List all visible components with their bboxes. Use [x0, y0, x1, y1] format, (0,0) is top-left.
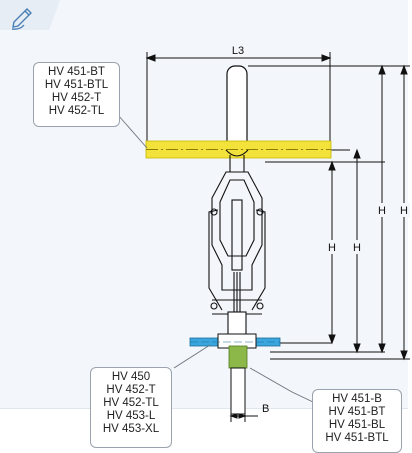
- tag-tab: [0, 0, 60, 30]
- flange: [189, 333, 281, 349]
- stem: [228, 345, 248, 415]
- l3-dimension: [145, 52, 332, 150]
- callout-leaders: [117, 114, 314, 403]
- callout-line: HV 451-BL: [328, 419, 386, 431]
- l3-label: L3: [232, 45, 244, 57]
- h-label-1: H: [328, 242, 336, 254]
- h-label-4: H: [400, 205, 408, 217]
- callout-top-left: HV 451-BT HV 451-BTL HV 452-T HV 452-TL: [33, 62, 120, 127]
- callout-line: HV 452-TL: [48, 105, 105, 117]
- callout-line: HV 451-BTL: [44, 79, 109, 91]
- handle: [226, 65, 248, 151]
- b-label: B: [262, 403, 269, 415]
- valve-body: [208, 149, 266, 339]
- edit-pencil-icon[interactable]: [11, 8, 32, 30]
- callout-bottom-right: HV 451-B HV 451-BT HV 451-BL HV 451-BTL: [312, 389, 402, 453]
- callout-line: HV 452-T: [106, 384, 156, 396]
- callout-line: HV 451-B: [332, 393, 382, 405]
- t-handle-highlight: [145, 140, 332, 159]
- callout-line: HV 452-T: [51, 92, 102, 104]
- callout-bottom-left: HV 450 HV 452-T HV 452-TL HV 453-L HV 45…: [90, 367, 172, 448]
- callout-line: HV 452-TL: [103, 397, 159, 409]
- h-label-2: H: [353, 242, 361, 254]
- callout-line: HV 450: [111, 371, 151, 383]
- callout-line: HV 453-XL: [102, 423, 160, 435]
- callout-line: HV 451-BTL: [325, 432, 389, 444]
- b-dimension: [229, 413, 258, 422]
- callout-line: HV 453-L: [106, 410, 156, 422]
- callout-line: HV 451-BT: [328, 406, 386, 418]
- callout-line: HV 451-BT: [48, 66, 105, 78]
- h-label-3: H: [378, 205, 386, 217]
- h-dimensions: [328, 64, 408, 361]
